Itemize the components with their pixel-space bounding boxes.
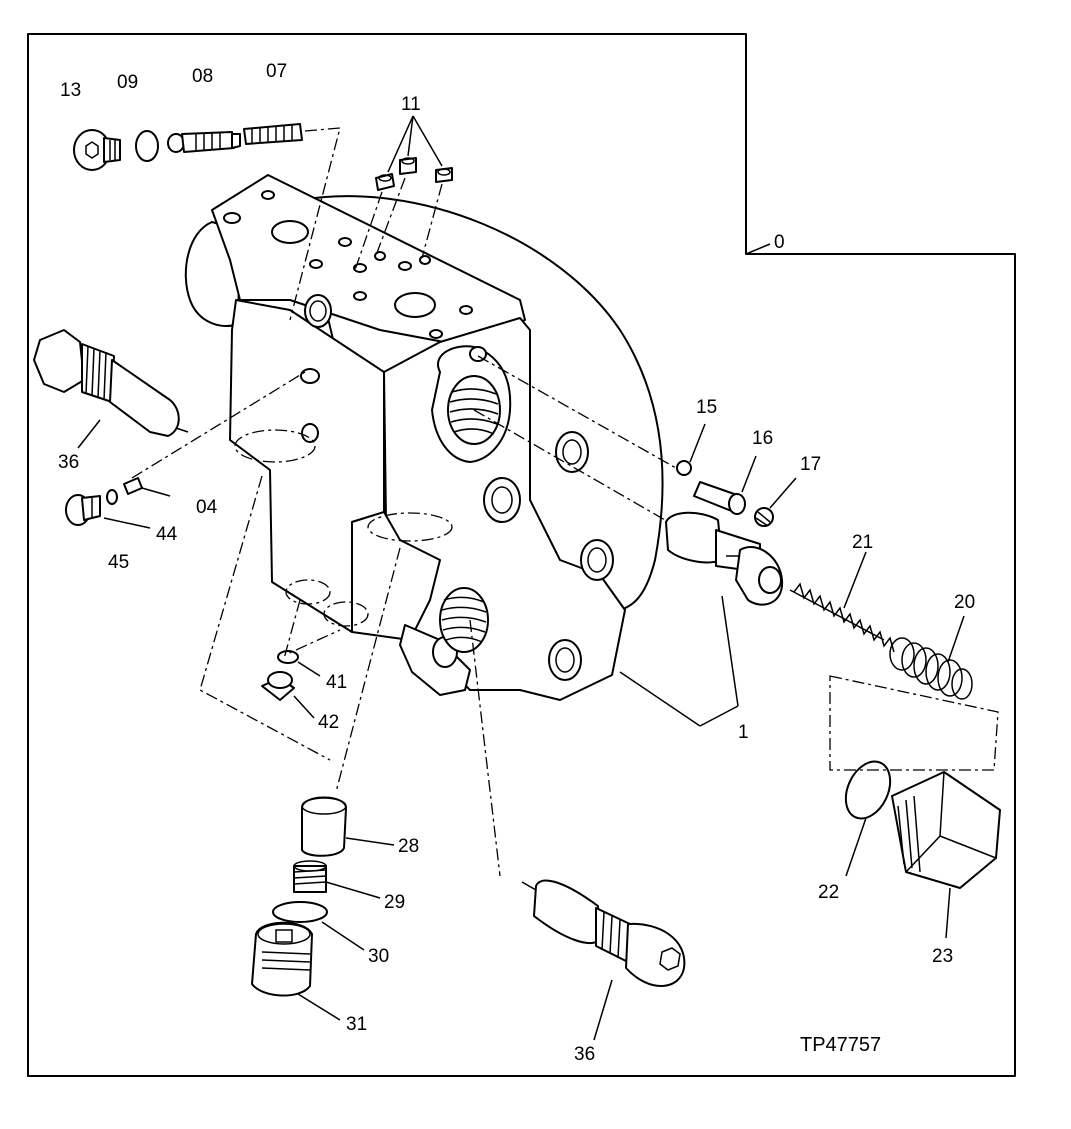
pin-16 bbox=[693, 455, 757, 515]
relief-valve-36-left bbox=[33, 329, 189, 449]
plug-45 bbox=[65, 494, 101, 526]
leader-0 bbox=[745, 243, 771, 255]
o-ring-44 bbox=[106, 489, 118, 505]
callout-11: 11 bbox=[401, 94, 421, 115]
plug-04 bbox=[123, 477, 171, 497]
callout-42: 42 bbox=[318, 712, 339, 733]
spring-29 bbox=[293, 860, 381, 899]
plug-42 bbox=[261, 671, 315, 719]
callout-04: 04 bbox=[196, 497, 218, 518]
ball-15 bbox=[676, 460, 692, 476]
assembly-border bbox=[27, 33, 1016, 1077]
relief-valve-36-bottom bbox=[521, 879, 686, 1041]
callout-29: 29 bbox=[384, 892, 405, 913]
callout-1: 1 bbox=[738, 722, 749, 743]
valve-body bbox=[184, 174, 664, 701]
callout-assembly-0: 0 bbox=[774, 232, 785, 253]
o-ring-30 bbox=[272, 901, 328, 923]
poppet-1 bbox=[665, 511, 784, 606]
callout-41: 41 bbox=[326, 672, 347, 693]
callout-36-left: 36 bbox=[58, 452, 79, 473]
diagram-id: TP47757 bbox=[800, 1034, 881, 1056]
callout-23: 23 bbox=[932, 946, 953, 967]
callout-44: 44 bbox=[156, 524, 178, 545]
callout-15: 15 bbox=[696, 397, 717, 418]
plug-13 bbox=[73, 129, 121, 171]
plug-23 bbox=[891, 771, 1001, 939]
callout-20: 20 bbox=[954, 592, 975, 613]
spring-17 bbox=[754, 477, 797, 527]
spring-07 bbox=[243, 123, 303, 145]
callout-28: 28 bbox=[398, 836, 419, 857]
callout-16: 16 bbox=[752, 428, 773, 449]
callout-13: 13 bbox=[60, 80, 81, 101]
callout-45: 45 bbox=[108, 552, 129, 573]
callout-21: 21 bbox=[852, 532, 873, 553]
callout-17: 17 bbox=[800, 454, 821, 475]
spring-20 bbox=[889, 615, 973, 700]
callout-09: 09 bbox=[117, 72, 138, 93]
plug-31 bbox=[251, 921, 341, 1021]
o-ring-22 bbox=[844, 760, 892, 820]
callout-31: 31 bbox=[346, 1014, 367, 1035]
callout-07: 07 bbox=[266, 61, 287, 82]
callout-36-bottom: 36 bbox=[574, 1044, 595, 1065]
callout-30: 30 bbox=[368, 946, 389, 967]
o-ring-41 bbox=[277, 650, 299, 664]
poppet-08 bbox=[167, 131, 241, 153]
callout-08: 08 bbox=[192, 66, 213, 87]
spool-28 bbox=[301, 796, 395, 857]
o-ring-09 bbox=[135, 130, 159, 162]
callout-22: 22 bbox=[818, 882, 839, 903]
spring-21 bbox=[789, 551, 895, 653]
set-screws-11 bbox=[354, 115, 453, 271]
